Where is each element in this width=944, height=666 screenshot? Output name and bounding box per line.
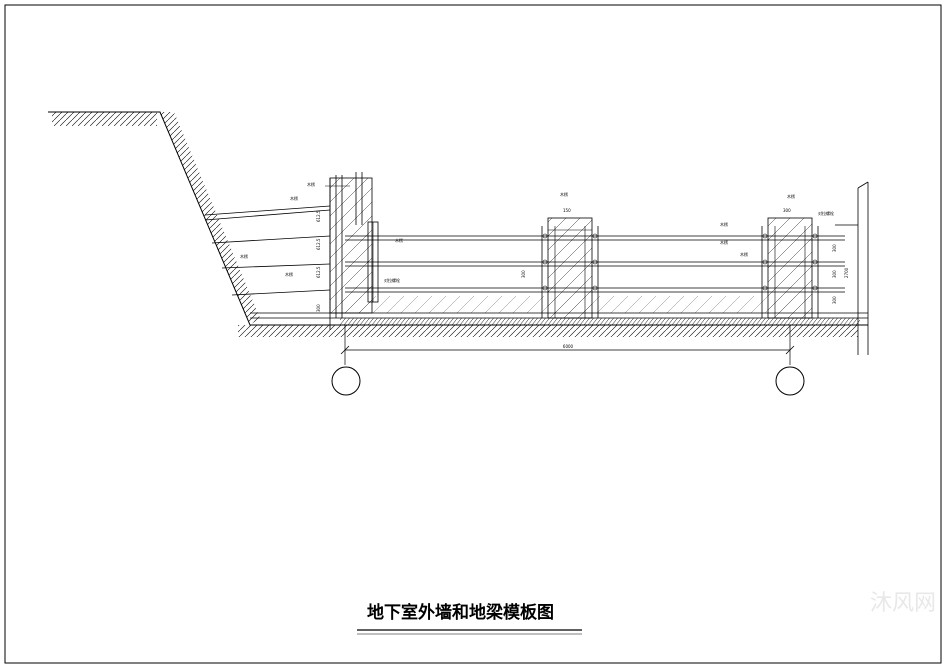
grid-bubble-left [331,366,361,396]
height-total: 2700 [844,267,849,278]
callout-left-2: 木楞 [290,195,298,201]
grid-bubble-right [775,366,805,396]
callout-left-3: 木楞 [240,253,248,259]
callout-right-2: 木楞 [720,239,728,245]
left-wall [329,172,379,330]
vertical-dims: 612.5 612.5 612.5 300 300 300 300 300 27… [316,208,849,312]
watermark: 沐风网 [870,591,936,616]
callout-left-5: 木楞 [395,237,403,243]
callout-right-5: 对拉螺栓 [818,210,834,216]
dim-right-3: 300 [832,296,837,304]
dimension-main-label: 6000 [563,344,574,349]
callout-mid-1: 木楞 [560,191,568,197]
callout-right-1: 木楞 [720,221,728,227]
sheet-border [4,4,942,664]
callout-left-4: 木楞 [285,271,293,277]
callout-right-3: 木楞 [740,251,748,257]
callout-right-4: 木楞 [787,193,795,199]
drawing-title: 地下室外墙和地梁模板图 [367,602,554,623]
dim-left-4: 300 [316,304,321,312]
dim-top-1: 150 [563,208,571,213]
callout-left-1: 木楞 [307,181,315,187]
dim-left-2: 612.5 [316,238,321,250]
dim-left-1: 612.5 [316,210,321,222]
dim-left-3: 612.5 [316,266,321,278]
right-beam [761,217,819,319]
slope-struts [204,205,331,296]
dimension-main: 6000 [340,325,795,365]
dim-right-2: 300 [832,270,837,278]
right-edge [835,181,869,355]
dim-right-1: 300 [832,244,837,252]
dim-top-2: 300 [783,208,791,213]
callouts: 木楞 木楞 木楞 木楞 木楞 对拉螺栓 木楞 木楞 木楞 木楞 木楞 对拉螺栓 [240,181,834,283]
callout-left-6: 对拉螺栓 [384,277,400,283]
middle-beam [541,217,599,319]
dim-mid: 300 [521,270,526,278]
